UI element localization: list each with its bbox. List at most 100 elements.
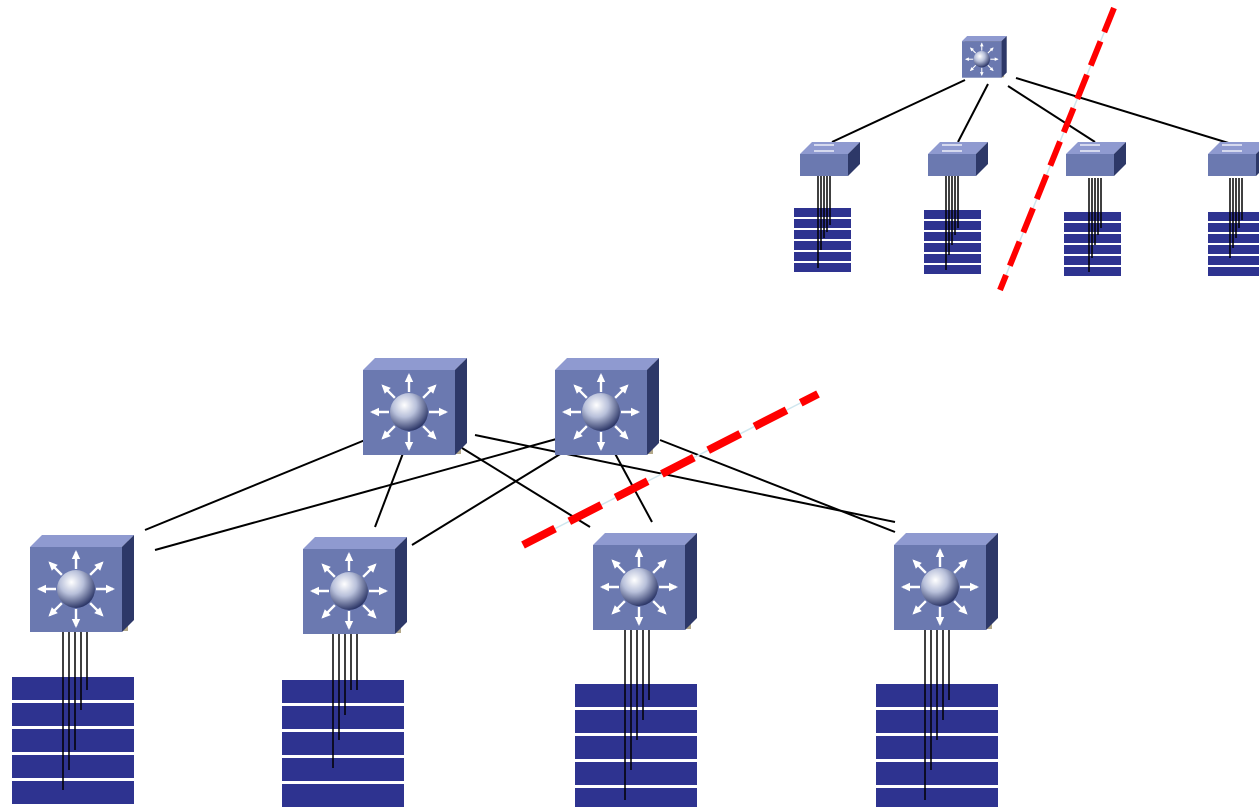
server-unit bbox=[12, 677, 134, 700]
arrows-icon bbox=[901, 548, 979, 626]
server-unit bbox=[282, 680, 404, 703]
cable-bundle bbox=[817, 176, 831, 268]
server-unit bbox=[794, 263, 851, 272]
multilayer-switch-icon bbox=[894, 533, 998, 630]
server-unit bbox=[12, 703, 134, 726]
server-unit bbox=[1208, 245, 1259, 254]
multilayer-switch-icon bbox=[363, 358, 467, 455]
server-unit bbox=[575, 710, 697, 733]
device-top-face bbox=[1208, 142, 1259, 154]
cable-bundle bbox=[624, 628, 650, 800]
cut-line bbox=[521, 390, 820, 549]
device-front-face bbox=[1066, 154, 1114, 176]
sphere-icon bbox=[330, 572, 368, 610]
device-top-face bbox=[894, 533, 998, 545]
server-rack-icon bbox=[575, 684, 697, 807]
device-side-face bbox=[122, 535, 134, 632]
server-unit bbox=[794, 230, 851, 239]
device-side-face bbox=[976, 142, 988, 176]
sphere-icon bbox=[973, 51, 990, 68]
device-side-face bbox=[1256, 151, 1259, 176]
arrows-icon bbox=[942, 144, 962, 152]
cable-bundle bbox=[62, 628, 88, 790]
cut-lines-layer bbox=[521, 6, 1117, 549]
server-unit bbox=[924, 243, 981, 252]
device-side-face bbox=[1001, 36, 1007, 78]
multilayer-switch-icon bbox=[30, 535, 134, 632]
arrows-icon bbox=[965, 42, 999, 76]
device-side-face bbox=[1114, 142, 1126, 176]
links-layer bbox=[144, 77, 1236, 551]
network-link bbox=[144, 437, 371, 531]
network-link bbox=[374, 447, 406, 528]
workgroup-switch-icon bbox=[1066, 142, 1126, 176]
arrows-icon bbox=[600, 548, 678, 626]
server-unit bbox=[794, 241, 851, 250]
arrows-icon bbox=[37, 550, 115, 628]
devices-layer bbox=[30, 36, 1259, 634]
network-link bbox=[659, 439, 896, 533]
network-link bbox=[957, 83, 989, 143]
cut-line-upper bbox=[997, 6, 1117, 292]
device-top-face bbox=[303, 537, 407, 549]
server-unit bbox=[575, 788, 697, 807]
device-side-face bbox=[986, 533, 998, 630]
device-front-face bbox=[800, 154, 848, 176]
multilayer-switch-icon bbox=[962, 36, 1007, 78]
server-rack-icon bbox=[282, 680, 404, 807]
device-side-face bbox=[455, 358, 467, 455]
network-link bbox=[831, 79, 966, 143]
device-side-face bbox=[685, 533, 697, 630]
device-side-face bbox=[647, 358, 659, 455]
server-unit bbox=[282, 706, 404, 729]
network-link bbox=[474, 434, 896, 523]
racks-layer bbox=[12, 176, 1259, 807]
server-unit bbox=[1064, 256, 1121, 265]
server-unit bbox=[794, 219, 851, 228]
device-side-face bbox=[395, 537, 407, 634]
workgroup-switch-icon bbox=[928, 142, 988, 176]
cable-bundle bbox=[332, 628, 358, 768]
server-unit bbox=[794, 252, 851, 261]
sphere-icon bbox=[390, 393, 428, 431]
sphere-icon bbox=[582, 393, 620, 431]
server-unit bbox=[876, 788, 998, 807]
server-unit bbox=[876, 762, 998, 785]
sphere-icon bbox=[57, 570, 95, 608]
device-top-face bbox=[30, 535, 134, 547]
device-top-face bbox=[593, 533, 697, 545]
server-unit bbox=[12, 781, 134, 804]
server-unit bbox=[924, 265, 981, 274]
network-link bbox=[461, 447, 591, 528]
server-unit bbox=[876, 736, 998, 759]
sphere-icon bbox=[620, 568, 658, 606]
arrows-icon bbox=[1222, 144, 1242, 152]
cut-line bbox=[997, 6, 1117, 292]
server-unit bbox=[1064, 267, 1121, 276]
network-link bbox=[154, 437, 561, 551]
multilayer-switch-icon bbox=[593, 533, 697, 630]
server-unit bbox=[794, 208, 851, 217]
server-unit bbox=[1208, 256, 1259, 265]
arrows-icon bbox=[562, 373, 640, 451]
cable-bundle bbox=[1229, 178, 1243, 258]
server-unit bbox=[575, 684, 697, 707]
server-unit bbox=[12, 729, 134, 752]
server-unit bbox=[282, 758, 404, 781]
network-link bbox=[1015, 77, 1236, 146]
arrows-icon bbox=[814, 144, 834, 152]
server-unit bbox=[282, 732, 404, 755]
sphere-icon bbox=[921, 568, 959, 606]
server-unit bbox=[575, 762, 697, 785]
workgroup-switch-icon bbox=[1208, 142, 1259, 176]
cable-bundle bbox=[1088, 178, 1102, 272]
cut-line-lower bbox=[521, 390, 820, 549]
arrows-icon bbox=[370, 373, 448, 451]
network-link bbox=[1007, 85, 1096, 143]
cable-bundle bbox=[945, 176, 959, 270]
device-side-face bbox=[848, 142, 860, 176]
device-front-face bbox=[928, 154, 976, 176]
arrows-icon bbox=[310, 552, 388, 630]
network-link bbox=[411, 447, 571, 546]
multilayer-switch-icon bbox=[555, 358, 659, 455]
